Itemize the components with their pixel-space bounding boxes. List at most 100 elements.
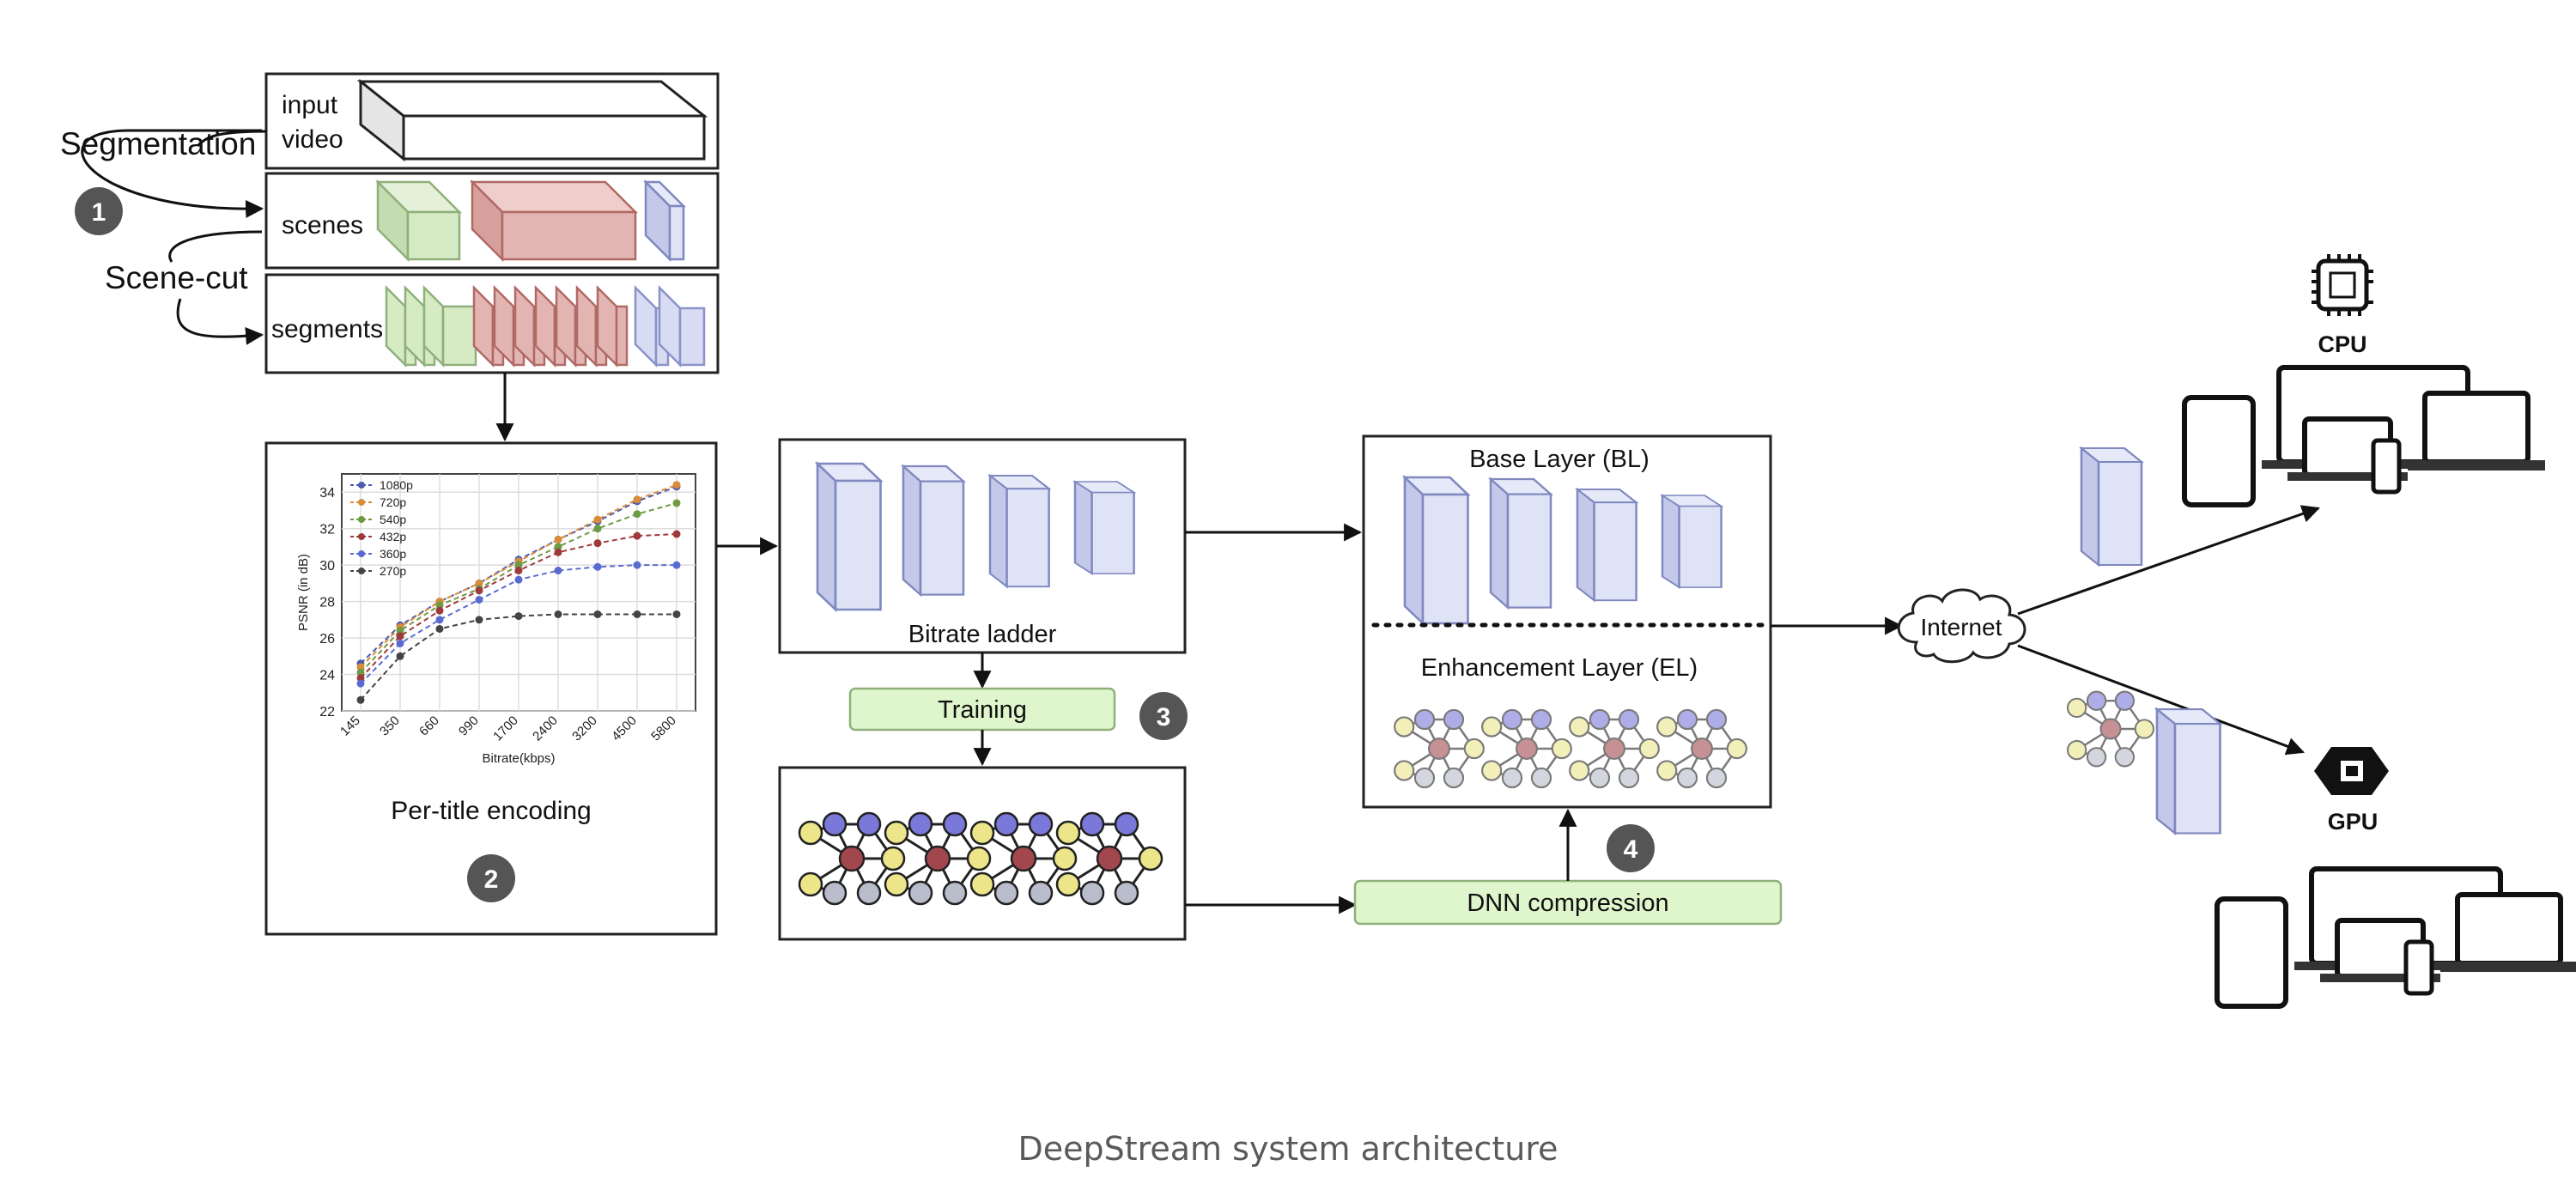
input-video-label-line2: video	[282, 125, 343, 154]
chart-point-270p	[514, 612, 523, 621]
chart-point-432p	[593, 539, 602, 548]
chart-point-540p	[356, 668, 365, 677]
segment-frames	[385, 284, 706, 368]
internet-to-cpu-arrow	[2017, 505, 2320, 616]
chart-point-720p	[633, 495, 641, 504]
chart-y-tick-label: 30	[319, 559, 335, 574]
chart-point-540p	[435, 601, 444, 610]
chart-point-360p	[593, 562, 602, 571]
chart-y-tick-label: 32	[319, 523, 335, 537]
chart-y-tick-label: 28	[319, 596, 335, 610]
ladder-frame-720p	[902, 464, 965, 596]
segmentation-arrow	[81, 129, 264, 218]
chart-y-tick-label: 24	[319, 669, 335, 683]
step-badge-2	[467, 854, 515, 902]
chart-point-270p	[396, 652, 404, 660]
base-frame-3	[1576, 488, 1637, 602]
chart-point-540p	[633, 510, 641, 519]
gpu-chip-icon	[2314, 747, 2389, 795]
streamed-enhanced-frame	[2155, 707, 2221, 835]
segmentation-label: Segmentation	[60, 126, 256, 161]
step-badge-1	[75, 187, 123, 235]
chart-legend-marker	[358, 516, 365, 523]
dnn-compression-label: DNN compression	[1467, 889, 1668, 917]
bitrate-ladder-label: Bitrate ladder	[908, 621, 1057, 648]
base-layer-label: Base Layer (BL)	[1469, 446, 1649, 473]
internet-cloud: Internet	[1897, 588, 2026, 664]
chart-y-tick-label: 34	[319, 486, 335, 501]
chart-point-270p	[356, 695, 365, 704]
chart-legend-entry: 1080p	[380, 478, 413, 492]
step-2-label: 2	[484, 865, 499, 894]
input-video-label-line1: input	[282, 91, 338, 119]
input-video-slab-icon	[356, 78, 708, 162]
chart-point-270p	[633, 610, 641, 618]
chart-point-360p	[633, 561, 641, 569]
chart-point-540p	[514, 561, 523, 569]
chart-y-tick-label: 26	[319, 632, 335, 647]
chart-point-540p	[672, 499, 681, 507]
scene-blocks	[374, 179, 687, 263]
chart-point-270p	[593, 610, 602, 618]
cpu-devices-icon	[2184, 367, 2545, 505]
chart-point-360p	[554, 567, 562, 575]
chart-y-tick-label: 22	[319, 705, 335, 719]
chart-point-432p	[514, 567, 523, 575]
gpu-devices-icon	[2217, 869, 2576, 1006]
chart-point-432p	[633, 531, 641, 540]
chart-legend-entry: 720p	[380, 495, 406, 509]
chart-point-720p	[554, 535, 562, 543]
chart-point-270p	[672, 610, 681, 618]
step-badge-4	[1607, 824, 1655, 872]
dnn-compression-block: DNN compression	[1353, 879, 1783, 926]
chart-point-432p	[554, 548, 562, 556]
streamed-base-frame	[2080, 446, 2143, 567]
base-frame-4	[1661, 494, 1722, 589]
step-1-label: 1	[92, 198, 106, 227]
streamed-model-icon	[2066, 690, 2155, 768]
chart-y-axis-label: PSNR (in dB)	[296, 554, 311, 631]
chart-point-540p	[593, 525, 602, 533]
chart-point-432p	[435, 606, 444, 615]
step-3-label: 3	[1157, 703, 1171, 732]
chart-point-270p	[554, 610, 562, 618]
step-4-label: 4	[1624, 835, 1638, 864]
base-frame-1	[1403, 476, 1469, 625]
segments-label: segments	[271, 315, 383, 343]
chart-point-720p	[356, 663, 365, 671]
scenes-label: scenes	[282, 211, 363, 240]
ladder-frame-360p	[1073, 480, 1135, 575]
ladder-frame-540p	[988, 474, 1050, 588]
chart-point-360p	[475, 595, 483, 604]
chart-point-270p	[435, 624, 444, 633]
chart-point-720p	[593, 515, 602, 524]
chart-point-360p	[435, 616, 444, 624]
chart-point-720p	[672, 481, 681, 489]
gpu-label: GPU	[2328, 809, 2379, 835]
chart-point-540p	[396, 627, 404, 635]
chart-legend-marker	[358, 550, 365, 557]
chart-point-720p	[475, 579, 483, 587]
internet-to-gpu-arrow	[2017, 644, 2305, 756]
base-frame-2	[1489, 477, 1552, 609]
chart-point-432p	[396, 632, 404, 640]
chart-legend-marker	[358, 568, 365, 574]
segmentation-block: input video scenes segments	[60, 72, 720, 442]
chart-point-360p	[514, 575, 523, 584]
chart-point-360p	[396, 639, 404, 647]
chart-point-432p	[356, 674, 365, 683]
chart-point-270p	[475, 616, 483, 624]
chart-legend-marker	[358, 499, 365, 506]
training-block: Training	[848, 687, 1116, 732]
chart-legend-entry: 540p	[380, 513, 406, 526]
chart-legend-marker	[358, 482, 365, 489]
chart-legend-entry: 432p	[380, 530, 406, 543]
chart-legend-marker	[358, 533, 365, 540]
training-label: Training	[938, 696, 1027, 724]
figure-caption: DeepStream system architecture	[1018, 1130, 1558, 1168]
internet-label: Internet	[1921, 614, 2002, 640]
trained-models-block	[778, 766, 1187, 941]
chart-point-432p	[475, 586, 483, 595]
